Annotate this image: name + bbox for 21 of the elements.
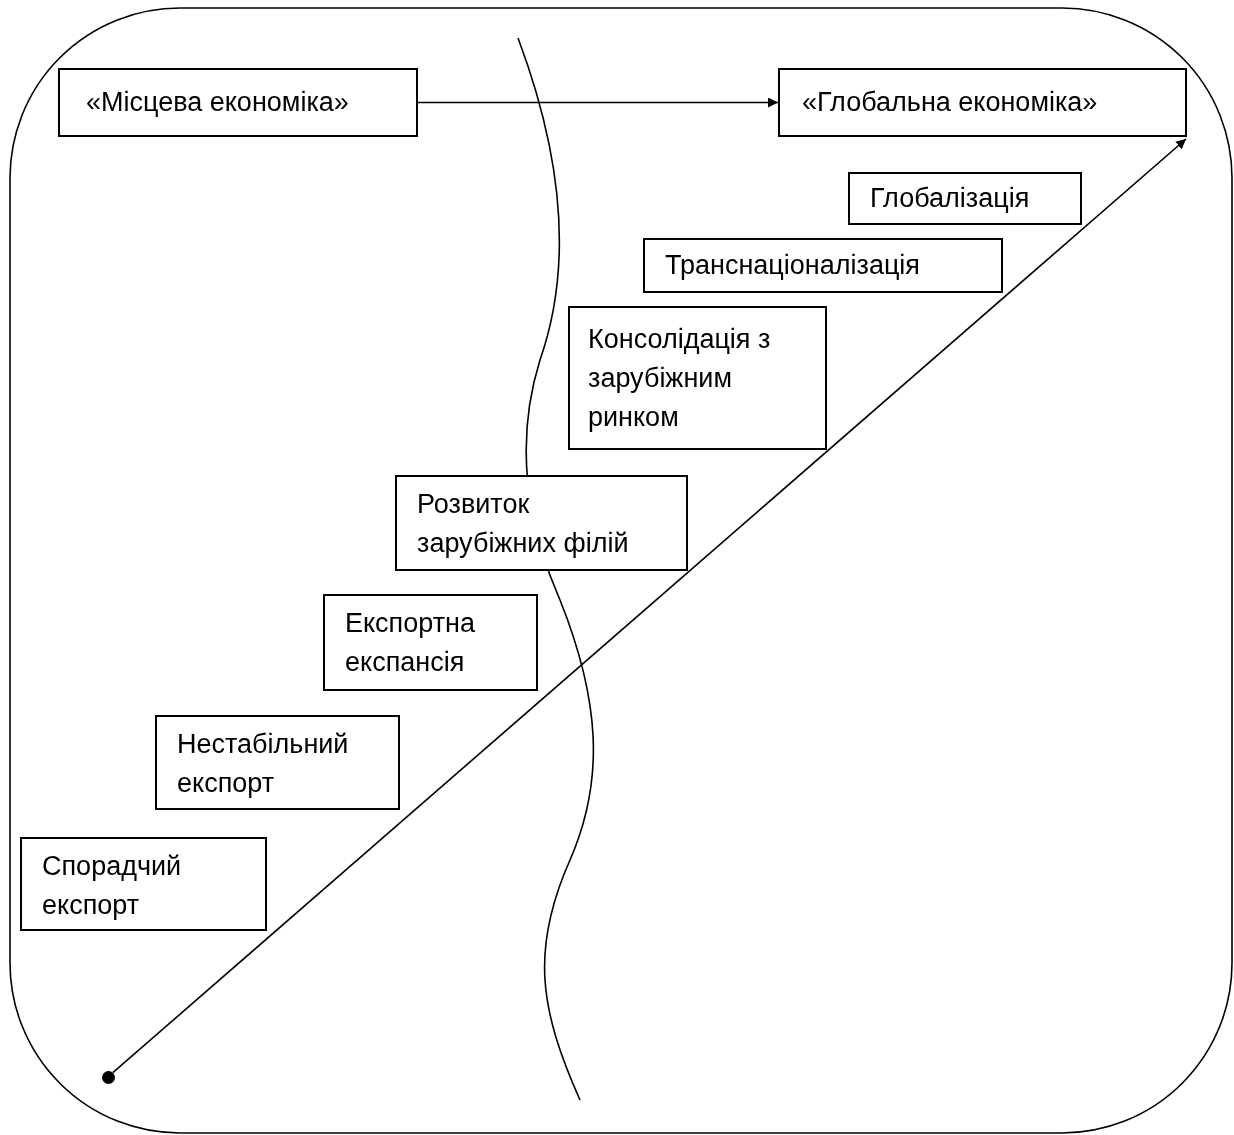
stage-label: Глобалізація <box>870 182 1030 215</box>
stage-label: «Місцева економіка» <box>86 86 349 119</box>
stage-label: «Глобальна економіка» <box>802 86 1098 119</box>
stage-box <box>323 594 538 691</box>
stage-label: Спорадчий експорт <box>42 850 183 922</box>
stage-label: Експортна експансія <box>345 607 476 679</box>
stage-label: Транснаціоналізація <box>665 249 920 282</box>
stage-box <box>20 837 267 931</box>
arrow <box>112 138 1187 1074</box>
stage-box <box>643 238 1003 293</box>
stage-box <box>58 68 418 137</box>
stage-box <box>155 715 400 810</box>
stage-label: Розвиток зарубіжних філій <box>417 488 630 560</box>
stage-box <box>848 172 1082 225</box>
stage-label: Консолідація з зарубіжним ринком <box>588 323 772 434</box>
stage-box <box>568 306 827 450</box>
stage-label: Нестабільний експорт <box>177 728 350 800</box>
start-dot <box>102 1071 115 1084</box>
stage-box <box>778 68 1187 137</box>
arrow <box>417 97 779 108</box>
stage-box <box>395 475 688 571</box>
